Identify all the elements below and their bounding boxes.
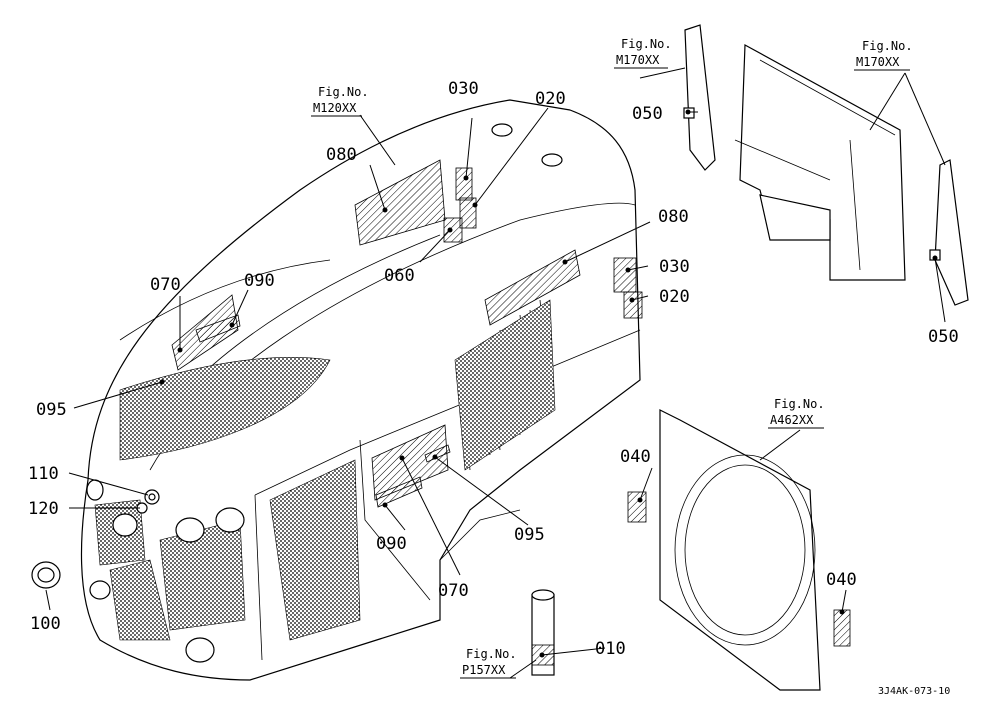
fig-ref-caption: Fig.No. [318,85,369,99]
label-020-top [459,197,477,229]
callout-020-top: 020 [535,89,566,109]
fig-ref-m170-right: Fig.No. M170XX [854,39,913,71]
leader-lines [45,67,946,679]
callout-090-left: 090 [244,271,275,291]
label-040-left [627,491,647,523]
side-panel-assembly [683,24,969,306]
sensor-part [531,589,555,676]
callout-080-top: 080 [326,145,357,165]
callout-040-left: 040 [620,447,651,467]
fig-ref-m120: Fig.No. M120XX [311,85,369,117]
callout-050-right: 050 [928,327,959,347]
fig-ref-caption: Fig.No. [621,37,672,51]
callout-020-right: 020 [659,287,690,307]
fig-references: Fig.No. M120XX Fig.No. M170XX Fig.No. M1… [311,37,913,679]
callout-070-bottom: 070 [438,581,469,601]
callout-100: 100 [30,614,61,634]
label-090-left [195,314,241,343]
hood-labels [171,159,643,508]
callout-050-left: 050 [632,104,663,124]
callout-010: 010 [595,639,626,659]
label-030-top [455,167,473,201]
label-040-right [833,609,851,647]
callout-120: 120 [28,499,59,519]
callout-labels: 080 030 020 060 070 090 095 080 030 020 … [28,79,959,659]
callout-095-left: 095 [36,400,67,420]
label-095-bottom [424,444,451,463]
callout-030-top: 030 [448,79,479,99]
callout-070-left: 070 [150,275,181,295]
hood-assembly [80,99,641,681]
label-090-bottom [375,476,423,508]
fig-ref-caption: Fig.No. [774,397,825,411]
fig-ref-code: A462XX [770,413,814,427]
callout-060: 060 [384,266,415,286]
callout-095-bottom: 095 [514,525,545,545]
callout-090-bottom: 090 [376,534,407,554]
fig-ref-code: M170XX [616,53,660,67]
fig-ref-caption: Fig.No. [862,39,913,53]
label-070-bottom [371,424,449,501]
callout-040-right: 040 [826,570,857,590]
fig-ref-code: P157XX [462,663,506,677]
fig-ref-code: M170XX [856,55,900,69]
fig-ref-p157: Fig.No. P157XX [460,647,517,679]
drawing-code: 3J4AK-073-10 [878,686,950,697]
fig-ref-caption: Fig.No. [466,647,517,661]
fan-shroud [627,409,851,691]
callout-030-right: 030 [659,257,690,277]
label-020-right [623,291,643,319]
label-080-right [484,249,581,326]
callout-080-right: 080 [658,207,689,227]
fig-ref-a462: Fig.No. A462XX [768,397,825,429]
label-030-right [613,257,637,293]
callout-110: 110 [28,464,59,484]
fig-ref-m170-left: Fig.No. M170XX [614,37,672,69]
leader-dots [159,109,938,658]
fig-ref-code: M120XX [313,101,357,115]
label-060 [443,217,463,243]
front-small-parts [31,489,160,589]
